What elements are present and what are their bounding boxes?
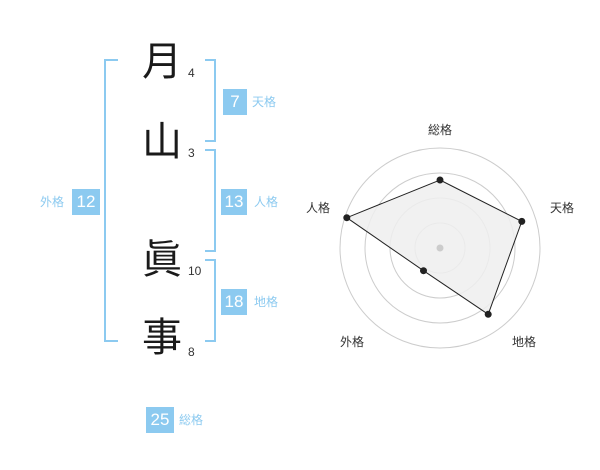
gaikaku-label: 外格 [40, 195, 65, 209]
radar-axis-label-gaikaku: 外格 [340, 334, 364, 349]
chikaku-label: 地格 [254, 295, 279, 309]
radar-axis-label-jinkaku: 人格 [306, 200, 330, 215]
stroke-count-4: 8 [188, 345, 195, 359]
radar-point-3 [420, 267, 427, 275]
tenkaku-label: 天格 [252, 95, 277, 109]
stroke-count-3: 10 [188, 264, 202, 278]
radar-shape [345, 179, 523, 316]
chikaku-bracket [205, 259, 216, 342]
name-character-4: 事 [142, 315, 182, 361]
radar-points [343, 176, 526, 318]
soukaku-value-badge: 25 [146, 407, 174, 433]
radar-point-0 [436, 176, 444, 184]
gaikaku-value-badge: 12 [72, 189, 100, 215]
soukaku-label: 総格 [179, 413, 204, 427]
name-character-3: 眞 [142, 237, 182, 283]
chikaku-value-badge: 18 [221, 289, 247, 315]
radar-grid-ring [364, 172, 516, 324]
name-character-2: 山 [142, 119, 182, 165]
radar-point-4 [343, 214, 351, 222]
radar-axis-label-soukaku: 総格 [428, 122, 452, 137]
tenkaku-bracket [205, 59, 216, 142]
stroke-count-1: 4 [188, 66, 195, 80]
tenkaku-value-badge: 7 [223, 89, 247, 115]
jinkaku-bracket [205, 149, 216, 252]
radar-grid-ring [339, 147, 541, 349]
gaikaku-bracket [104, 59, 118, 342]
name-character-1: 月 [142, 39, 182, 85]
radar-axis-label-chikaku: 地格 [512, 334, 536, 349]
jinkaku-label: 人格 [254, 195, 279, 209]
radar-point-1 [518, 217, 526, 225]
radar-point-2 [484, 310, 492, 318]
radar-center-dot [436, 244, 444, 252]
radar-axis-label-tenkaku: 天格 [550, 200, 574, 215]
jinkaku-value-badge: 13 [221, 189, 247, 215]
stroke-count-2: 3 [188, 146, 195, 160]
